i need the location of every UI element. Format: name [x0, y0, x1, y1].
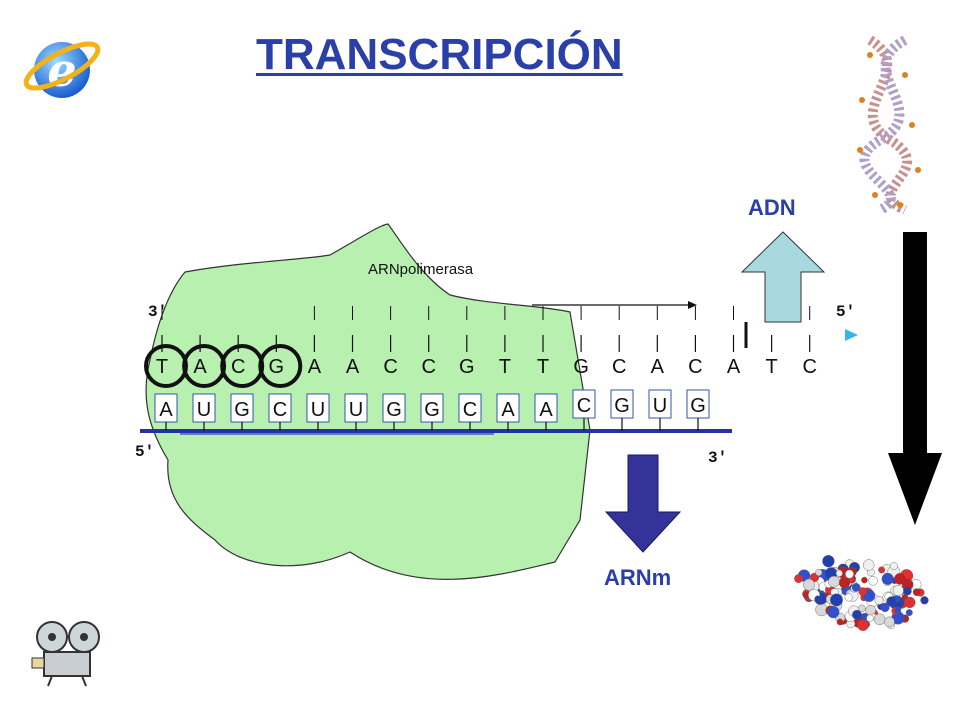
dna-base-10: T [499, 356, 511, 378]
big-down-arrow [888, 232, 942, 525]
rna-base-1: A [159, 399, 173, 421]
protein-atom [827, 605, 840, 619]
rna-5prime-label: 5' [135, 443, 154, 461]
protein-atom [838, 576, 851, 589]
protein-atom [835, 569, 843, 577]
base-highlight-circle [258, 344, 303, 388]
protein-atom [892, 585, 904, 597]
protein-atom [794, 574, 803, 583]
rna-base-9: C [463, 399, 477, 421]
dna-base-1: T [156, 356, 168, 378]
rna-base-8: G [424, 399, 440, 421]
dna-base-4: G [269, 356, 285, 378]
protein-atom [894, 573, 906, 585]
protein-atom [866, 614, 874, 622]
protein-atom [803, 578, 815, 591]
dna-base-9: G [459, 356, 475, 378]
protein-atom [881, 572, 894, 585]
arnm-down-arrow [604, 454, 682, 553]
protein-atom [851, 583, 861, 592]
dna-base-16: A [727, 356, 741, 378]
protein-atom [857, 619, 869, 631]
protein-atom [874, 596, 884, 605]
rna-base-12: C [577, 395, 591, 417]
adn-up-arrow [740, 231, 826, 323]
protein-atom [814, 595, 822, 603]
arnm-label: ARNm [604, 565, 671, 590]
rna-3prime-label: 3' [708, 449, 727, 467]
protein-atom [912, 588, 921, 597]
protein-atom [845, 569, 854, 579]
protein-atom [822, 555, 835, 568]
protein-atom [886, 596, 897, 607]
protein-atom [852, 609, 862, 620]
dna-strand-arrowhead [845, 329, 858, 341]
protein-atom [878, 566, 885, 574]
protein-atom [836, 618, 844, 626]
protein-atom [873, 613, 886, 626]
rna-base-5: U [311, 399, 325, 421]
dna-base-6: A [346, 356, 360, 378]
rna-base-11: A [539, 399, 553, 421]
protein-atom [830, 593, 843, 607]
protein-atom [894, 606, 902, 614]
protein-atom [861, 576, 868, 584]
dna-base-17: T [765, 356, 777, 378]
protein-atom [884, 616, 895, 628]
dna-base-3: C [231, 356, 245, 378]
internet-explorer-icon[interactable]: e [21, 36, 104, 98]
dna-5prime-label: 5' [836, 303, 855, 321]
protein-icon [794, 555, 929, 631]
dna-base-15: C [688, 356, 702, 378]
protein-atom [868, 576, 878, 586]
protein-atom [902, 586, 912, 596]
adn-label: ADN [748, 195, 796, 220]
dna-base-5: A [308, 356, 322, 378]
protein-atom [815, 569, 823, 577]
rna-base-4: C [273, 399, 287, 421]
rna-base-10: A [501, 399, 515, 421]
protein-atom [889, 562, 898, 570]
dna-base-11: T [537, 356, 549, 378]
dna-base-14: A [651, 356, 665, 378]
dna-base-8: C [421, 356, 435, 378]
dna-base-2: A [193, 356, 207, 378]
direction-arrowhead [688, 301, 697, 309]
protein-atom [904, 596, 916, 609]
rna-base-3: G [234, 399, 250, 421]
rna-base-13: G [614, 395, 630, 417]
dna-base-7: C [383, 356, 397, 378]
rna-base-6: U [349, 399, 363, 421]
film-projector-icon[interactable] [31, 621, 100, 687]
protein-atom [844, 593, 853, 602]
dna-helix-icon [857, 35, 921, 215]
protein-atom [863, 559, 875, 571]
rna-polymerase-blob [145, 223, 591, 580]
protein-atom [858, 587, 868, 596]
rna-base-14: U [653, 395, 667, 417]
dna-base-12: G [573, 356, 589, 378]
dna-base-13: C [612, 356, 626, 378]
rna-base-15: G [690, 395, 706, 417]
protein-atom [905, 609, 913, 616]
page-title: TRANSCRIPCIÓN [256, 30, 623, 79]
protein-atom [920, 596, 929, 605]
dna-base-18: C [802, 356, 816, 378]
enzyme-label: ARNpolimerasa [368, 261, 474, 278]
dna-3prime-label: 3' [148, 303, 167, 321]
rna-base-2: U [197, 399, 211, 421]
protein-atom [880, 602, 890, 613]
protein-atom [828, 575, 840, 588]
rna-base-7: G [386, 399, 402, 421]
